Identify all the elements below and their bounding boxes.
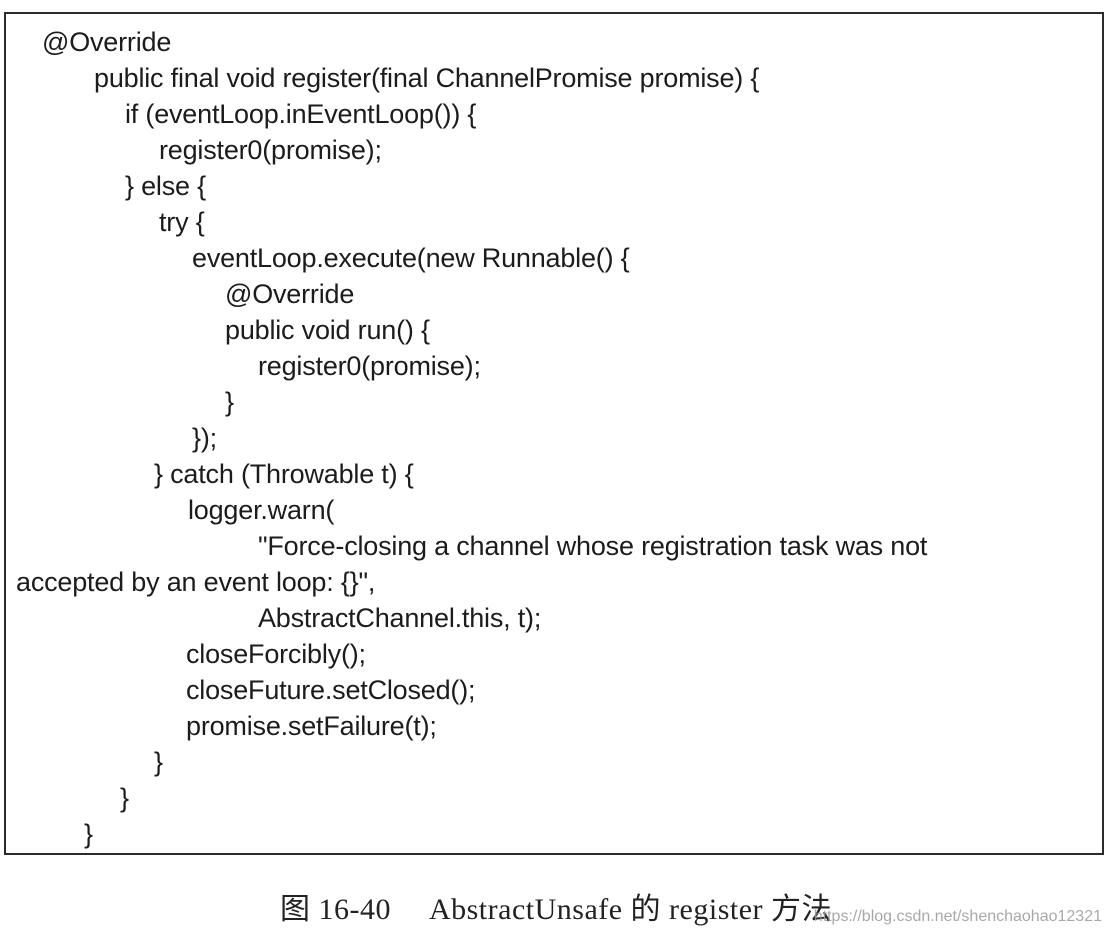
figure-number: 图 16-40 [279,893,391,926]
code-line: register0(promise); [159,135,382,165]
code-line: } [225,387,234,417]
code-line: closeFuture.setClosed(); [186,675,476,705]
code-line: if (eventLoop.inEventLoop()) { [125,99,477,129]
figure-caption: 图 16-40 AbstractUnsafe 的 register 方法 [0,890,1112,930]
code-line: AbstractChannel.this, t); [258,603,542,633]
code-line: public final void register(final Channel… [94,63,760,93]
code-line: try { [159,207,205,237]
code-listing-box: @Override public final void register(fin… [4,12,1104,855]
code-line: register0(promise); [258,351,481,381]
code-line: "Force-closing a channel whose registrat… [258,531,928,561]
code-line: @Override [225,279,355,309]
code-line: promise.setFailure(t); [186,711,437,741]
code-line: } catch (Throwable t) { [154,459,414,489]
code-line: }); [192,423,217,453]
code-line: @Override [42,27,172,57]
code-line: public void run() { [225,315,430,345]
code-line: } [84,819,93,849]
code-line: eventLoop.execute(new Runnable() { [192,243,630,273]
code-line: } [154,747,163,777]
code-line: } [120,783,129,813]
code-line: } else { [125,171,206,201]
watermark-url: https://blog.csdn.net/shenchaohao12321 [813,908,1102,925]
figure-title: AbstractUnsafe 的 register 方法 [428,893,833,926]
code-line: closeForcibly(); [186,639,366,669]
code-line: accepted by an event loop: {}", [16,567,376,597]
code-line: logger.warn( [188,495,335,525]
